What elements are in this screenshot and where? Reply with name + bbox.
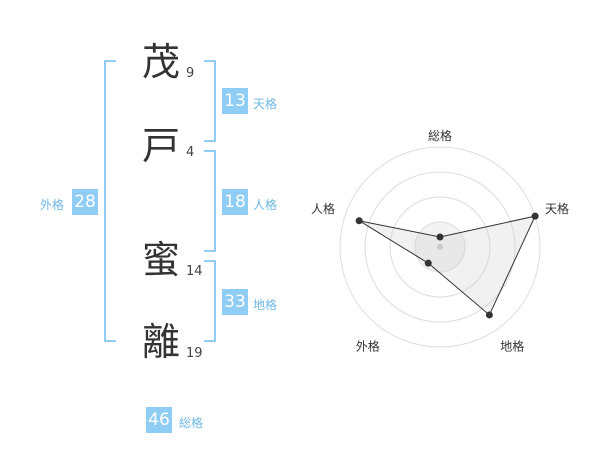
stroke-count-2: 4 [186, 145, 195, 160]
radar-axis-label-0: 総格 [428, 128, 452, 143]
chikaku-value: 33 [222, 289, 248, 315]
name-char-4: 離 [141, 320, 180, 364]
radar-axis-label-1: 天格 [545, 201, 569, 216]
radar-ring-3 [364, 171, 516, 323]
radar-polygon [358, 215, 536, 316]
radar-center [437, 244, 443, 250]
soukaku-label: 総格 [179, 416, 204, 430]
radar-axis-label-3: 外格 [356, 339, 380, 354]
chikaku-bracket [204, 260, 216, 342]
name-char-3: 蜜 [141, 238, 180, 282]
stroke-count-3: 14 [186, 264, 203, 279]
radar-point-1 [531, 212, 539, 220]
radar-point-2 [485, 311, 493, 319]
radar-point-0 [436, 233, 444, 241]
name-char-2: 戸 [141, 124, 180, 168]
tenkaku-value: 13 [222, 88, 248, 114]
stroke-count-1: 9 [186, 66, 195, 81]
gaikaku-value: 28 [72, 189, 98, 215]
jinkaku-bracket [204, 150, 216, 252]
soukaku-value: 46 [146, 407, 172, 433]
radar-ring-2 [389, 196, 491, 298]
jinkaku-label: 人格 [253, 198, 278, 212]
radar-axis-label-2: 地格 [500, 339, 524, 354]
radar-point-3 [424, 259, 432, 267]
tenkaku-bracket [204, 60, 216, 142]
radar-axis-label-4: 人格 [311, 201, 335, 216]
chikaku-label: 地格 [253, 298, 278, 312]
stroke-count-4: 19 [186, 346, 203, 361]
name-char-1: 茂 [141, 40, 180, 84]
radar-point-4 [355, 217, 363, 225]
tenkaku-label: 天格 [253, 97, 278, 111]
gaikaku-label: 外格 [40, 198, 65, 212]
gaikaku-bracket [104, 60, 116, 342]
jinkaku-value: 18 [222, 189, 248, 215]
radar-ring-4 [339, 146, 541, 348]
